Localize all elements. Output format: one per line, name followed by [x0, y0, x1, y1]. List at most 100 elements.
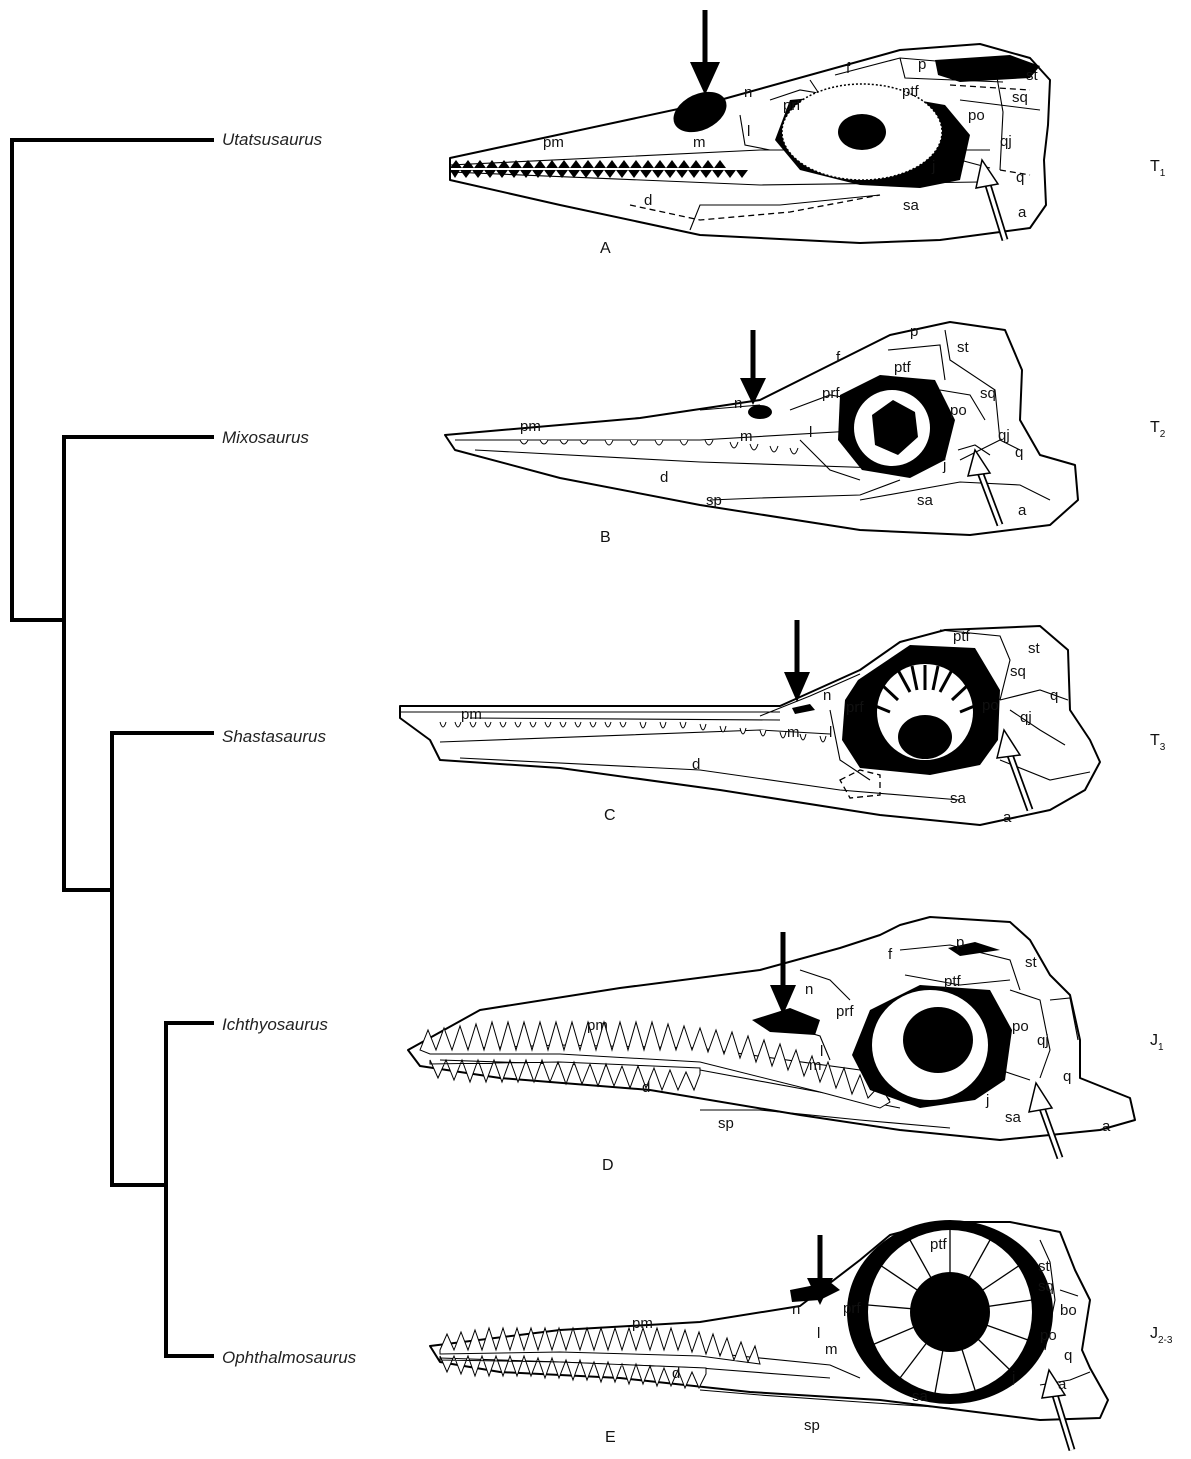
taxon-label-shastasaurus: Shastasaurus — [222, 727, 326, 746]
bone-label-b-j: j — [942, 457, 946, 474]
bone-label-c-sa: sa — [950, 790, 967, 807]
branch-utatsusaurus — [12, 140, 212, 620]
bone-label-e-sq: sq — [1038, 1278, 1054, 1295]
bone-label-d-st: st — [1025, 954, 1038, 971]
bone-label-a-p: p — [918, 56, 926, 73]
bone-label-e-pm: pm — [632, 1315, 653, 1332]
bone-label-c-sq: sq — [1010, 663, 1026, 680]
bone-label-a-d: d — [644, 192, 652, 209]
cladogram: Utatsusaurus Mixosaurus Shastasaurus Ich… — [12, 130, 357, 1367]
bone-label-e-ptf: ptf — [930, 1236, 948, 1253]
panel-letter-a: A — [600, 240, 611, 257]
branch-mixosaurus — [64, 437, 212, 890]
bone-label-a-prf: prf — [783, 97, 801, 114]
bone-label-b-sp: sp — [706, 492, 722, 509]
bone-label-b-l: l — [809, 424, 812, 441]
bone-label-d-q: q — [1063, 1068, 1071, 1085]
bone-label-d-pm: pm — [587, 1017, 608, 1034]
skull-d: p f st ptf n prf pm po qj l m q d j sa s… — [408, 917, 1135, 1158]
bone-label-d-p: p — [956, 934, 964, 951]
bone-label-e-prf: prf — [843, 1300, 861, 1317]
bone-label-a-l: l — [747, 123, 750, 140]
bone-label-a-ptf: ptf — [902, 83, 920, 100]
time-label-d: J1 — [1150, 1032, 1164, 1053]
bone-label-a-po: po — [968, 107, 985, 124]
bone-label-d-qj: qj — [1037, 1032, 1049, 1049]
bone-label-b-po: po — [950, 402, 967, 419]
bone-label-a-sq: sq — [1012, 89, 1028, 106]
bone-label-a-sa: sa — [903, 197, 920, 214]
bone-label-d-po: po — [1012, 1018, 1029, 1035]
bone-label-c-a: a — [1003, 809, 1012, 826]
bone-label-b-ptf: ptf — [894, 359, 912, 376]
bone-label-c-po: po — [982, 697, 999, 714]
bone-label-c-m: m — [787, 724, 800, 741]
time-label-c: T3 — [1150, 732, 1166, 753]
panel-letter-d: D — [602, 1157, 614, 1174]
bone-label-a-j: j — [931, 158, 935, 175]
bone-label-d-n: n — [805, 981, 813, 998]
taxon-label-ichthyosaurus: Ichthyosaurus — [222, 1015, 328, 1034]
bone-label-c-ptf: ptf — [953, 628, 971, 645]
panel-letter-b: B — [600, 529, 611, 546]
bone-label-b-pm: pm — [520, 418, 541, 435]
bone-label-a-n: n — [744, 84, 752, 101]
bone-label-a-a: a — [1018, 204, 1027, 221]
bone-label-d-ptf: ptf — [944, 973, 962, 990]
time-label-e: J2-3 — [1150, 1325, 1173, 1346]
panel-letter-e: E — [605, 1429, 616, 1446]
bone-label-d-j: j — [985, 1092, 989, 1109]
branch-shastasaurus — [112, 733, 212, 1185]
bone-label-b-q: q — [1015, 444, 1023, 461]
bone-label-e-bo: bo — [1060, 1302, 1077, 1319]
bone-label-e-n: n — [792, 1301, 800, 1318]
skull-a: pm m n f p st ptf prf l sq po qj j q d s… — [450, 10, 1050, 243]
bone-label-a-qj: qj — [1000, 133, 1012, 150]
bone-label-e-m: m — [825, 1341, 838, 1358]
time-label-b: T2 — [1150, 419, 1166, 440]
bone-label-d-d: d — [642, 1079, 650, 1096]
bone-label-c-n: n — [823, 687, 831, 704]
bone-label-b-n: n — [734, 395, 742, 412]
bone-label-d-prf: prf — [836, 1003, 854, 1020]
bone-label-d-sp: sp — [718, 1115, 734, 1132]
skull-b: p st f ptf prf sq n po pm m l qj q j d s… — [445, 322, 1078, 535]
bone-label-a-pm: pm — [543, 134, 564, 151]
bone-label-e-sp: sp — [804, 1417, 820, 1434]
taxon-label-mixosaurus: Mixosaurus — [222, 428, 309, 447]
bone-label-e-l: l — [817, 1325, 820, 1342]
bone-label-b-a: a — [1018, 502, 1027, 519]
bone-label-e-po: po — [1040, 1327, 1057, 1344]
skull-e: ptf st sq n bo prf pm po l m q d j a sa … — [430, 1220, 1108, 1450]
bone-label-c-q: q — [1050, 687, 1058, 704]
time-label-a: T1 — [1150, 158, 1166, 179]
bone-label-c-d: d — [692, 756, 700, 773]
bone-label-c-qj: qj — [1020, 709, 1032, 726]
bone-label-e-sa: sa — [912, 1388, 929, 1405]
skull-c: ptf st sq po prf n q qj pm m l d sa a — [400, 620, 1100, 826]
bone-label-d-a: a — [1102, 1118, 1111, 1135]
branch-ichthyosaurus — [166, 1023, 212, 1356]
bone-label-c-st: st — [1028, 640, 1041, 657]
bone-label-b-sa: sa — [917, 492, 934, 509]
bone-label-d-sa: sa — [1005, 1109, 1022, 1126]
bone-label-b-m: m — [740, 428, 753, 445]
bone-label-b-sq: sq — [980, 385, 996, 402]
bone-label-e-q: q — [1064, 1347, 1072, 1364]
bone-label-c-prf: prf — [846, 699, 864, 716]
bone-label-b-qj: qj — [998, 427, 1010, 444]
bone-label-a-m: m — [693, 134, 706, 151]
bone-label-e-j: j — [1011, 1369, 1015, 1386]
bone-label-e-d: d — [672, 1365, 680, 1382]
taxon-label-utatsusaurus: Utatsusaurus — [222, 130, 323, 149]
bone-label-d-m: m — [809, 1057, 822, 1074]
bone-label-e-a: a — [1058, 1376, 1067, 1393]
bone-label-b-prf: prf — [822, 385, 840, 402]
bone-label-a-st: st — [1026, 67, 1039, 84]
taxon-label-ophthalmosaurus: Ophthalmosaurus — [222, 1348, 357, 1367]
bone-label-b-st: st — [957, 339, 970, 356]
bone-label-b-p: p — [910, 323, 918, 340]
bone-label-c-pm: pm — [461, 706, 482, 723]
bone-label-a-q: q — [1016, 169, 1024, 186]
